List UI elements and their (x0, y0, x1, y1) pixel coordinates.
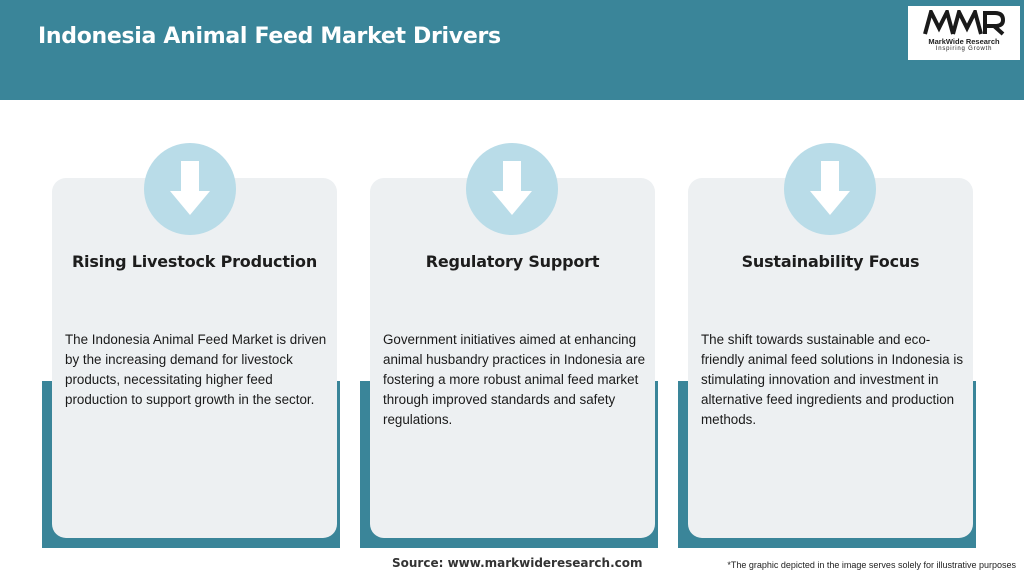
logo-tagline: Inspiring Growth (935, 46, 993, 52)
driver-card-2: Regulatory Support Government initiative… (360, 178, 668, 548)
card-title: Regulatory Support (425, 252, 600, 271)
card-body: Sustainability Focus The shift towards s… (688, 178, 973, 538)
source-text: Source: www.markwideresearch.com (392, 556, 643, 570)
card-title: Sustainability Focus (741, 252, 920, 271)
arrow-down-icon (466, 143, 558, 235)
arrow-down-icon (784, 143, 876, 235)
page-title: Indonesia Animal Feed Market Drivers (38, 24, 501, 49)
card-body: Rising Livestock Production The Indonesi… (52, 178, 337, 538)
arrow-down-icon (144, 143, 236, 235)
header-banner: Indonesia Animal Feed Market Drivers Mar… (0, 0, 1024, 100)
card-title: Rising Livestock Production (71, 252, 318, 271)
card-body: Regulatory Support Government initiative… (370, 178, 655, 538)
card-text: The shift towards sustainable and eco-fr… (701, 332, 964, 427)
disclaimer-text: *The graphic depicted in the image serve… (727, 560, 1016, 570)
logo-name: MarkWide Research (928, 37, 1000, 46)
driver-card-1: Rising Livestock Production The Indonesi… (42, 178, 350, 548)
card-text: The Indonesia Animal Feed Market is driv… (65, 332, 327, 407)
driver-card-3: Sustainability Focus The shift towards s… (678, 178, 986, 548)
markwide-logo: MarkWide Research Inspiring Growth (908, 6, 1020, 60)
card-text: Government initiatives aimed at enhancin… (383, 332, 646, 427)
mwr-logo-icon (923, 10, 1005, 36)
